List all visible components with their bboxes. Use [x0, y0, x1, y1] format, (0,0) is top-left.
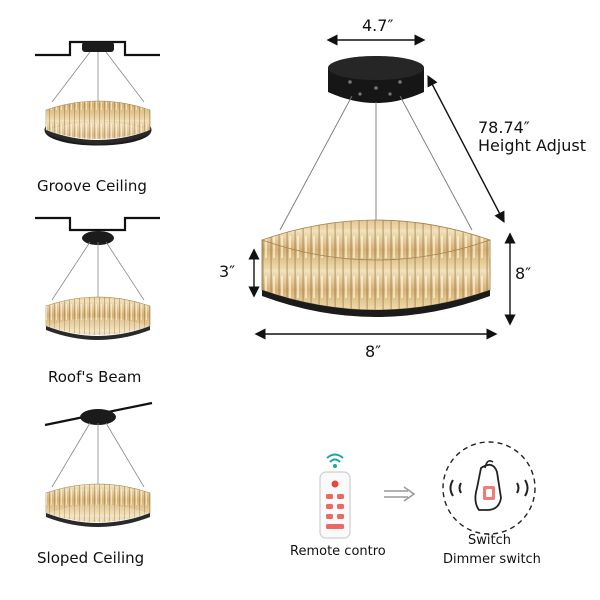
dimmer-switch-icon [433, 438, 545, 538]
groove-ceiling-illustration [30, 30, 170, 160]
sloped-ceiling-illustration [30, 395, 170, 535]
height-adjust-label: Height Adjust [478, 136, 586, 155]
ring-width-label: 8″ [365, 342, 382, 361]
remote-control-icon [310, 448, 360, 540]
canopy-width-label: 4.7″ [362, 16, 394, 35]
double-arrow-icon [382, 485, 418, 503]
remote-label: Remote contro [290, 544, 386, 559]
switch-label: Switch [468, 533, 511, 548]
height-adjust-value: 78.74″ [478, 118, 530, 137]
main-chandelier-illustration [240, 30, 520, 360]
dimmer-switch-label: Dimmer switch [443, 552, 541, 567]
roof-beam-label: Roof's Beam [48, 368, 142, 386]
groove-ceiling-label: Groove Ceiling [37, 177, 147, 195]
sloped-ceiling-label: Sloped Ceiling [37, 549, 145, 567]
ring-height-label: 3″ [219, 262, 236, 281]
total-height-label: 8″ [515, 264, 532, 283]
roof-beam-illustration [30, 210, 170, 350]
